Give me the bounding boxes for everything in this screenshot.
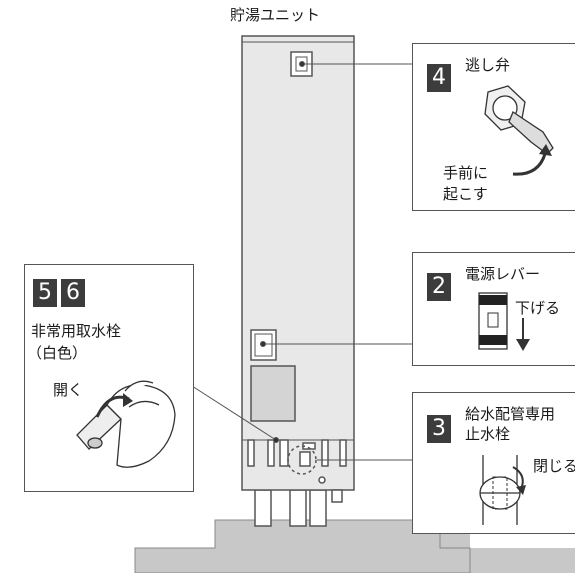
shutoff-title-2: 止水栓 [465,425,511,443]
callout-power-lever: 2 電源レバー 下げる [412,252,575,366]
bottom-pipes [247,439,347,503]
emergency-tap-action: 開く [53,381,84,399]
callout-shutoff-valve: 3 給水配管専用 止水栓 閉じる [412,392,575,534]
relief-valve-title: 逃し弁 [465,56,511,74]
support-legs [254,489,327,527]
service-panel [250,365,296,422]
leader-lines [191,61,412,461]
power-lever-icon [478,292,530,351]
step-badge-4: 4 [427,64,451,92]
emergency-tap-title-1: 非常用取水栓 [31,322,122,340]
step-badge-5: 5 [33,279,57,307]
callout-emergency-tap: 5 6 非常用取水栓 （白色） 開く [24,264,194,492]
unit-title: 貯湯ユニット [230,6,321,24]
shutoff-title-1: 給水配管専用 [465,405,556,423]
emergency-tap-title-2: （白色） [27,344,88,362]
tank-unit-body [241,35,355,491]
step-badge-2: 2 [427,273,451,301]
step-badge-6: 6 [61,279,85,307]
relief-valve-action-2: 起こす [443,185,488,203]
hand-turning-tap-icon [76,380,176,468]
shutoff-valve-icon [479,455,526,525]
step-badge-3: 3 [427,415,451,443]
shutoff-action: 閉じる [533,457,575,475]
relief-valve-icon [484,85,554,176]
callout-relief-valve: 4 逃し弁 手前に 起こす [412,43,575,211]
power-lever-title: 電源レバー [465,265,541,283]
relief-valve-action-1: 手前に [443,164,489,182]
power-lever-action: 下げる [515,299,561,317]
